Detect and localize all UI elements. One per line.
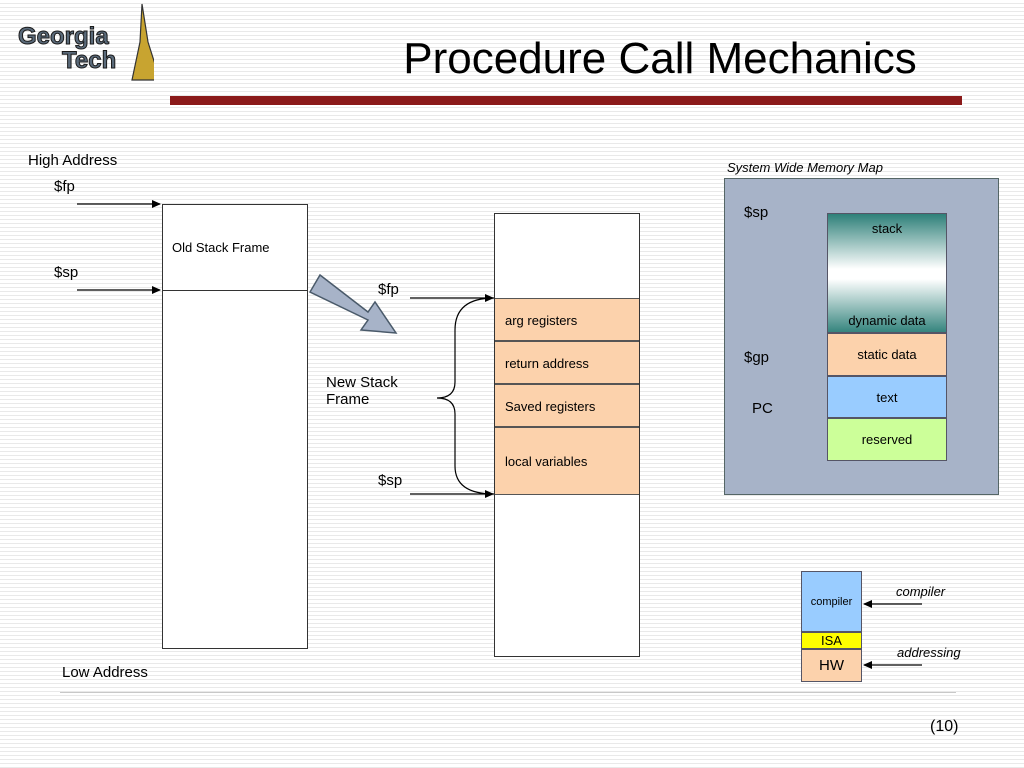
page-title: Procedure Call Mechanics: [403, 34, 917, 83]
map-sp-label: $sp: [744, 204, 769, 221]
new-stack-frame-line2: Frame: [326, 391, 370, 408]
segment-dynamic-label: dynamic data: [848, 313, 926, 328]
segment-text: text: [827, 376, 947, 418]
new-stack-frame-line1: New Stack: [326, 374, 398, 391]
logo-text-georgia: Georgia: [18, 23, 109, 50]
left-sp-label: $sp: [54, 264, 79, 281]
new-frame-brace: [436, 297, 495, 495]
high-address-label: High Address: [28, 152, 118, 169]
segment-stack-dynamic: stack dynamic data: [827, 213, 947, 333]
old-frame-divider: [163, 290, 307, 291]
old-stack-column: [162, 204, 308, 649]
compiler-callout-label: compiler: [896, 584, 946, 599]
layer-hw: HW: [801, 649, 862, 682]
map-pc-label: PC: [752, 400, 773, 417]
low-address-label: Low Address: [62, 664, 148, 681]
logo-spire: [131, 3, 161, 81]
footer-rule: [60, 692, 956, 693]
georgia-tech-logo: Georgia Tech: [14, 2, 161, 82]
page-number: (10): [930, 718, 959, 735]
transition-arrow-icon: [308, 273, 398, 334]
middle-sp-label: $sp: [378, 472, 403, 489]
layer-isa: ISA: [801, 632, 862, 649]
segment-stack-label: stack: [871, 221, 903, 236]
segment-reserved: reserved: [827, 418, 947, 461]
old-stack-frame-label: Old Stack Frame: [172, 240, 270, 255]
addressing-callout-label: addressing: [897, 645, 961, 660]
layer-compiler: compiler: [801, 571, 862, 632]
map-gp-label: $gp: [744, 349, 770, 366]
title-rule: [170, 96, 962, 105]
cell-local-variables: local variables: [495, 427, 639, 495]
logo-text-tech: Tech: [62, 47, 116, 74]
new-stack-frame-label: New Stack Frame: [326, 374, 398, 408]
left-fp-label: $fp: [54, 178, 75, 195]
cell-saved-registers: Saved registers: [495, 384, 639, 427]
middle-fp-label: $fp: [378, 281, 399, 298]
segment-static-data: static data: [827, 333, 947, 376]
memory-map-title: System Wide Memory Map: [727, 160, 883, 175]
cell-arg-registers: arg registers: [495, 298, 639, 341]
cell-return-address: return address: [495, 341, 639, 384]
